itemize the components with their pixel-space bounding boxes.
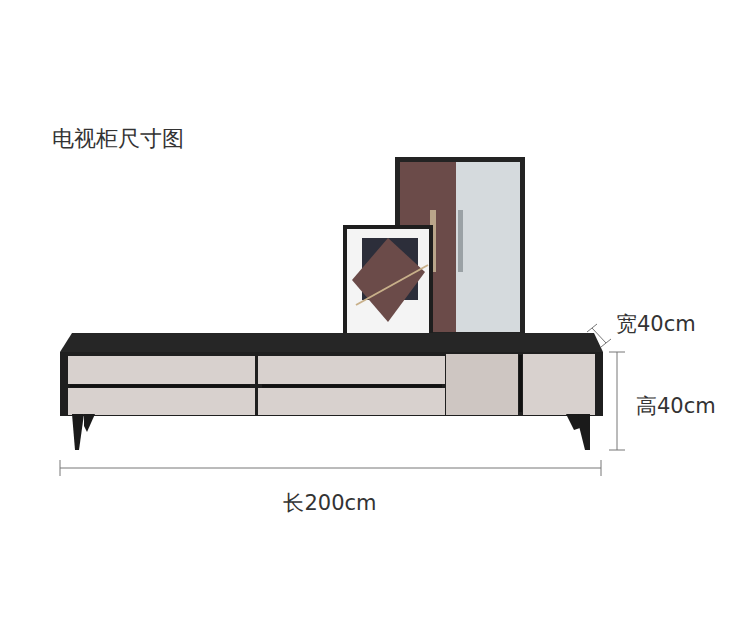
door-handle	[519, 355, 522, 412]
dimension-tick	[601, 460, 602, 476]
cabinet-frame	[60, 352, 603, 416]
dimension-tick	[609, 450, 625, 451]
door	[446, 354, 518, 415]
drawer-handle	[70, 385, 250, 388]
drawer-handle	[262, 385, 442, 388]
small-art-brown	[352, 238, 425, 322]
small-frame-mat	[347, 229, 429, 336]
length-dimension-line	[60, 468, 601, 469]
large-art-grey	[456, 162, 520, 332]
dimension-tick	[60, 460, 61, 476]
small-art-line	[356, 265, 428, 305]
cabinet-top	[60, 333, 603, 352]
cabinet-leg	[566, 414, 580, 430]
dimension-tick	[601, 339, 611, 347]
drawer	[258, 388, 445, 415]
drawer	[68, 388, 255, 415]
drawer	[68, 356, 255, 384]
cabinet-leg	[72, 414, 84, 450]
cabinet-leg	[84, 414, 95, 432]
width-dimension-line	[592, 328, 606, 343]
small-frame	[343, 225, 433, 340]
drawer	[258, 356, 445, 384]
diagram-title: 电视柜尺寸图	[52, 126, 184, 152]
dimension-label: 高40cm	[636, 394, 716, 419]
dimension-label: 长200cm	[283, 491, 376, 516]
dimension-tick	[609, 352, 625, 353]
dimension-tick	[587, 324, 597, 332]
door	[523, 354, 595, 415]
large-art-handle	[458, 210, 463, 272]
dimension-label: 宽40cm	[616, 312, 696, 337]
height-dimension-line	[617, 352, 618, 450]
